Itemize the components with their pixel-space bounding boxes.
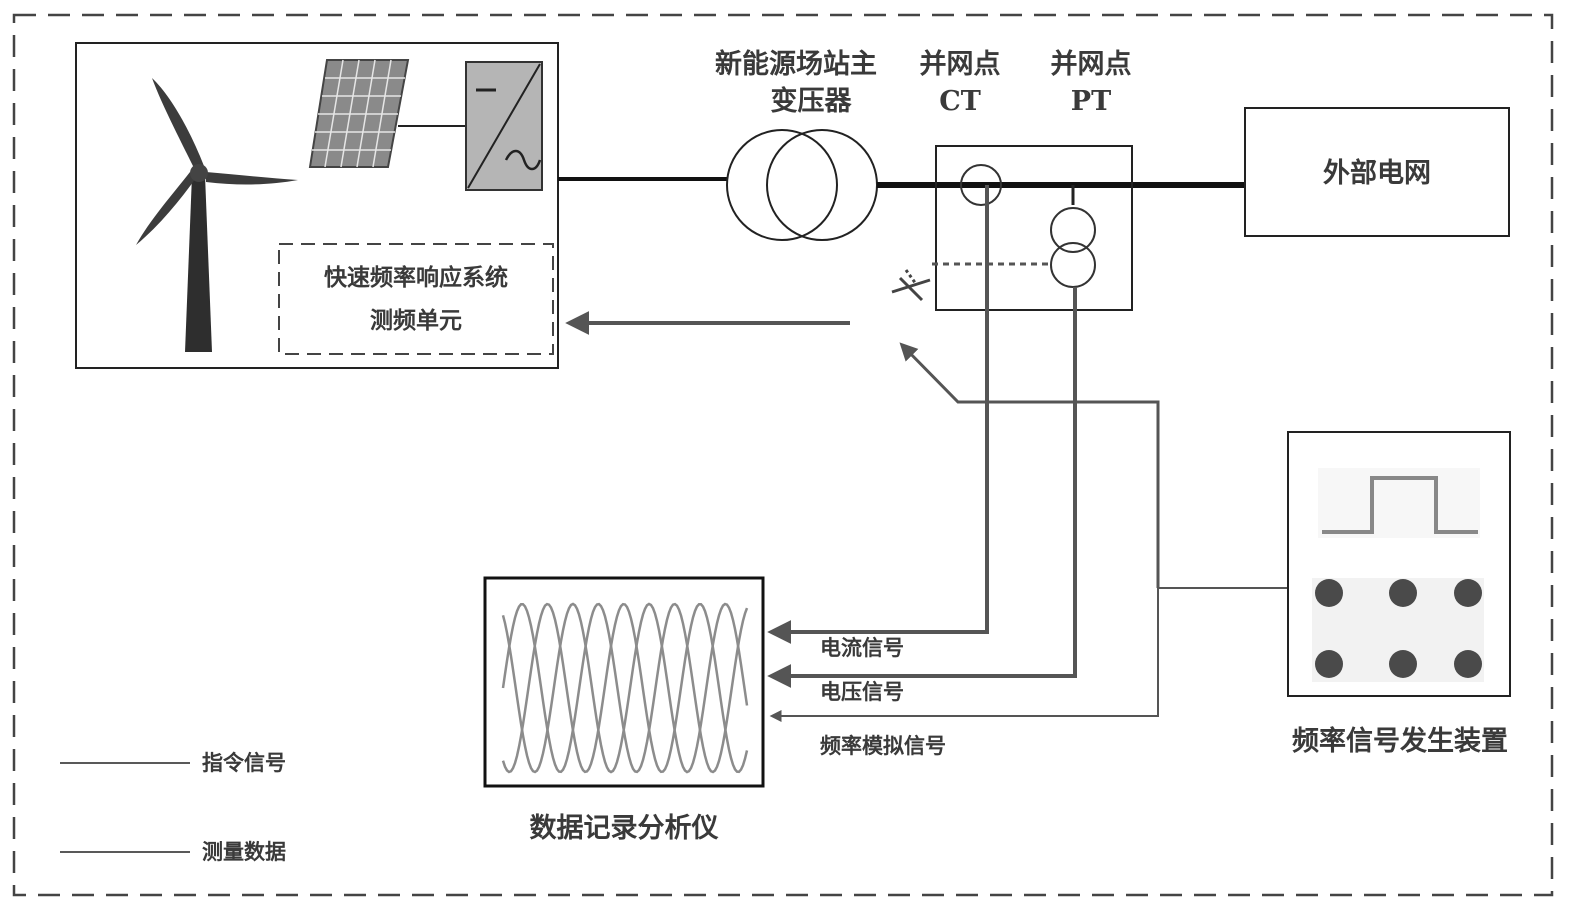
recorder-label: 数据记录分析仪 bbox=[529, 813, 719, 844]
waveform-display-icon bbox=[501, 602, 749, 774]
transformer-label-line1: 新能源场站主 bbox=[715, 49, 877, 80]
pt-icon bbox=[1050, 207, 1096, 288]
external-grid-box bbox=[1244, 107, 1510, 237]
solar-panel-icon bbox=[308, 59, 410, 168]
fast-freq-label-line2: 测频单元 bbox=[370, 307, 462, 334]
pt-label-line1: 并网点 bbox=[1050, 49, 1132, 80]
freq-sim-signal-line bbox=[769, 587, 1288, 722]
generator-button[interactable] bbox=[1454, 650, 1482, 678]
freq-generator-label: 频率信号发生装置 bbox=[1292, 726, 1508, 757]
fast-freq-unit-box bbox=[278, 243, 554, 355]
pt-label-line2: PT bbox=[1070, 86, 1112, 117]
ct-label-line1: 并网点 bbox=[919, 49, 1001, 80]
current-signal-label: 电流信号 bbox=[820, 635, 904, 660]
generator-to-switch-line bbox=[899, 342, 1160, 588]
freq-sim-signal-label: 频率模拟信号 bbox=[820, 733, 946, 758]
transformer-icon bbox=[726, 129, 878, 241]
switch-icon bbox=[891, 269, 931, 302]
voltage-signal-line bbox=[767, 287, 1077, 688]
generator-buttons bbox=[1315, 579, 1482, 678]
generator-button[interactable] bbox=[1315, 650, 1343, 678]
voltage-signal-label: 电压信号 bbox=[820, 679, 904, 704]
pulse-waveform-icon bbox=[1322, 476, 1478, 534]
data-recorder-box bbox=[483, 576, 765, 788]
external-grid-label: 外部电网 bbox=[1323, 158, 1431, 189]
generator-button[interactable] bbox=[1315, 579, 1343, 607]
generator-button[interactable] bbox=[1389, 579, 1417, 607]
fast-freq-label-line1: 快速频率响应系统 bbox=[324, 264, 508, 291]
ct-label-line2: CT bbox=[939, 86, 981, 117]
outer-dashed-frame bbox=[12, 13, 1554, 897]
ct-pt-box bbox=[935, 145, 1133, 311]
inverter-icon bbox=[465, 61, 543, 191]
wind-turbine-icon bbox=[136, 78, 298, 352]
generator-button[interactable] bbox=[1454, 579, 1482, 607]
legend-measure-label: 测量数据 bbox=[202, 839, 286, 864]
legend-command-label: 指令信号 bbox=[202, 750, 286, 775]
current-signal-line bbox=[767, 185, 989, 644]
ct-icon bbox=[960, 164, 1002, 206]
transformer-label-line2: 变压器 bbox=[770, 86, 852, 117]
generator-button[interactable] bbox=[1389, 650, 1417, 678]
